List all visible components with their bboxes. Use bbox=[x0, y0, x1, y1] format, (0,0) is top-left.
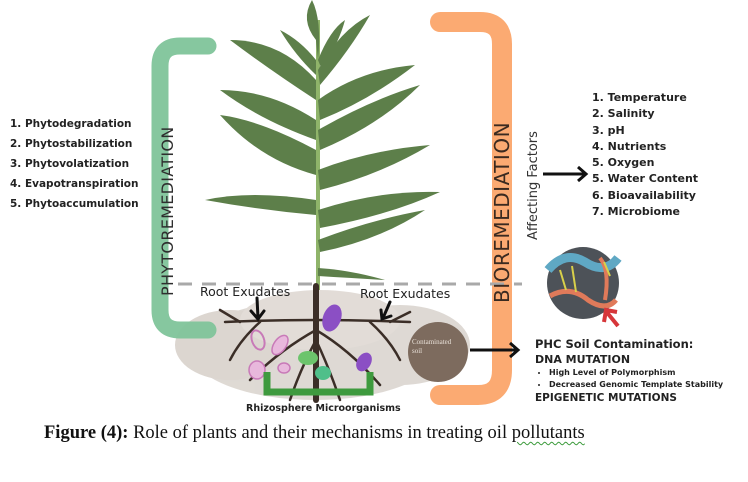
rhizosphere-label: Rhizosphere Microorganisms bbox=[246, 403, 401, 414]
arrow-right-icon bbox=[543, 165, 589, 183]
list-item: 6. Bioavailability bbox=[592, 188, 696, 202]
rhizosphere-bracket bbox=[263, 372, 374, 396]
list-item: 5. Water Content bbox=[592, 172, 699, 186]
caption-text: Role of plants and their mechanisms in t… bbox=[128, 423, 512, 443]
root-exudate-arrows bbox=[249, 296, 393, 322]
list-item: 2. Salinity bbox=[592, 107, 655, 121]
arrow-right-icon bbox=[470, 341, 521, 359]
bullet-item: Decreased Genomic Template Stability bbox=[549, 379, 723, 391]
list-item: 4. Evapotranspiration bbox=[10, 178, 139, 190]
phytoremediation-list: 1. Phytodegradation 2. Phytostabilizatio… bbox=[10, 114, 139, 214]
list-item: 5. Oxygen bbox=[592, 156, 655, 170]
phytoremediation-bracket bbox=[151, 37, 217, 339]
bioremediation-label: BIOREMEDIATION bbox=[490, 121, 514, 303]
list-item: 2. Phytostabilization bbox=[10, 138, 133, 150]
phc-contamination-block: PHC Soil Contamination: DNA MUTATION Hig… bbox=[535, 337, 723, 404]
phytoremediation-label: PHYTOREMEDIATION bbox=[158, 126, 177, 296]
dna-damage-icon bbox=[544, 247, 622, 328]
contaminated-soil-ball bbox=[408, 322, 468, 382]
list-item: 4. Nutrients bbox=[592, 139, 667, 153]
list-item: 3. Phytovolatization bbox=[10, 158, 130, 170]
affecting-factors-label: Affecting Factors bbox=[526, 131, 541, 240]
epigenetic-heading: EPIGENETIC MUTATIONS bbox=[535, 392, 677, 404]
dna-mutation-heading: DNA MUTATION bbox=[535, 353, 631, 366]
phc-title: PHC Soil Contamination: bbox=[535, 337, 694, 351]
caption-prefix: Figure (4): bbox=[44, 423, 129, 443]
dna-mutation-bullets: High Level of Polymorphism Decreased Gen… bbox=[535, 367, 723, 391]
plant bbox=[205, 0, 440, 290]
caption-spellcheck-word: pollutants bbox=[511, 423, 585, 443]
bullet-item: High Level of Polymorphism bbox=[549, 367, 723, 379]
list-item: 3. pH bbox=[592, 123, 625, 137]
list-item: 7. Microbiome bbox=[592, 205, 681, 219]
list-item: 5. Phytoaccumulation bbox=[10, 198, 139, 210]
root-exudates-left-label: Root Exudates bbox=[200, 284, 291, 299]
list-item: 1. Phytodegradation bbox=[10, 118, 132, 130]
root-exudates-right-label: Root Exudates bbox=[360, 286, 451, 301]
figure-caption: Figure (4): Role of plants and their mec… bbox=[44, 423, 585, 444]
affecting-factors-list: 1. Temperature 2. Salinity 3. pH 4. Nutr… bbox=[592, 90, 698, 220]
contaminated-soil-label: Contaminated soil bbox=[412, 338, 452, 355]
microorganisms bbox=[248, 304, 372, 380]
bioremediation-bracket bbox=[430, 12, 512, 405]
list-item: 1. Temperature bbox=[592, 91, 687, 104]
